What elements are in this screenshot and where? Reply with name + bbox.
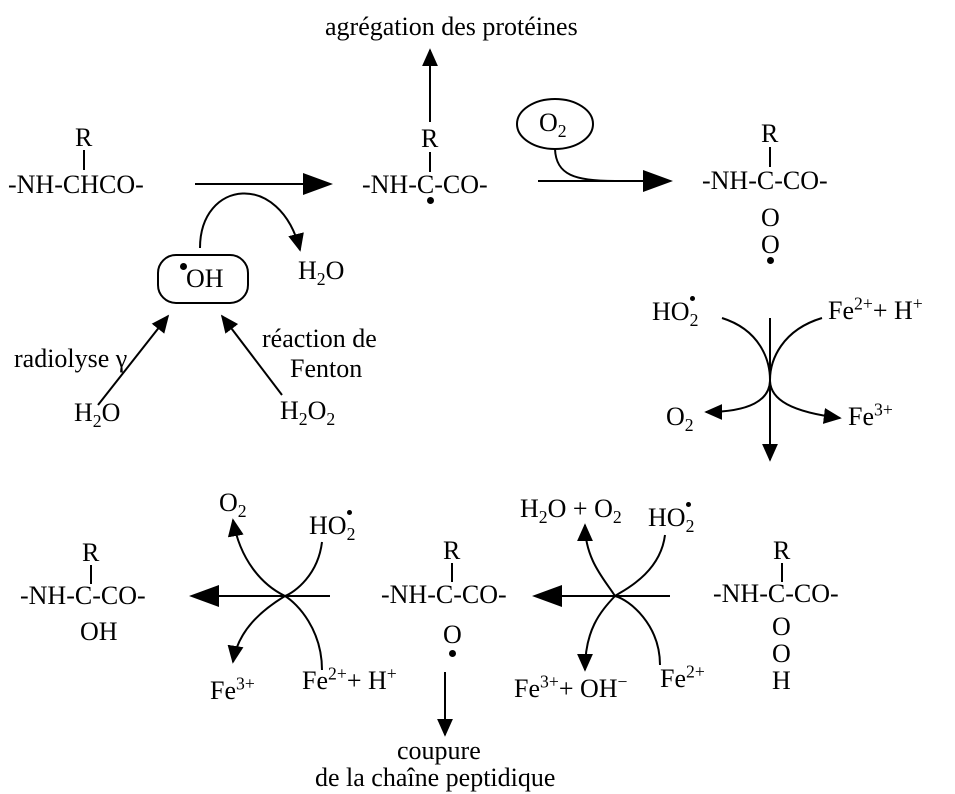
fe3-left: Fe3+: [210, 673, 255, 705]
arrow-radiolyse: [97, 314, 170, 406]
alcohol-formula: -NH-C-CO-: [20, 581, 146, 610]
ho2-left: HO2: [309, 511, 356, 545]
oh-radical-label: OH: [186, 264, 224, 293]
peroxyl-o2: O: [761, 230, 780, 259]
h2o-in: H2O: [74, 398, 121, 432]
start-r: R: [75, 123, 93, 152]
fe3oh-label: Fe3++ OH−: [514, 671, 628, 703]
alcohol-r: R: [82, 538, 100, 567]
alkoxyl-formula: -NH-C-CO-: [381, 580, 507, 609]
radical-r: R: [421, 124, 439, 153]
fenton-line2: Fenton: [290, 354, 363, 383]
arc-ho2-mid: [577, 523, 666, 598]
hydroperoxide-formula: -NH-C-CO-: [713, 579, 839, 608]
ho2-right-dot: [690, 296, 695, 301]
coupure-line1: coupure: [397, 736, 481, 765]
arc-ho2-right: [704, 317, 772, 420]
o2-left: O2: [219, 488, 247, 522]
h2o-out: H2O: [298, 256, 345, 290]
fe2-mid: Fe2+: [660, 661, 705, 693]
peroxyl-o1: O: [761, 203, 780, 232]
coupure-line2: de la chaîne peptidique: [315, 763, 556, 792]
radical-formula: -NH-C-CO-: [362, 170, 488, 199]
arc-fe2-left: [227, 594, 323, 671]
oh-radical-dot: [180, 263, 187, 270]
hydroperoxide-o2: O: [772, 639, 791, 668]
fenton-line1: réaction de: [262, 324, 377, 353]
oh-radical-box: [157, 254, 249, 304]
peroxyl-dot: [767, 257, 774, 264]
hydroperoxide-r: R: [773, 536, 791, 565]
fe2-left: Fe2++ H+: [302, 663, 397, 695]
alkoxyl-o: O: [443, 620, 462, 649]
fe3-right: Fe3+: [848, 399, 893, 431]
title-agregation: agrégation des protéines: [325, 12, 578, 41]
arrow-fenton: [220, 314, 283, 396]
start-formula: -NH-CHCO-: [8, 170, 144, 199]
h2o-o2-label: H2O + O2: [520, 494, 622, 528]
o2-right: O2: [666, 402, 694, 436]
ho2-mid-dot: [686, 502, 691, 507]
arc-oh-to-h2o: [199, 192, 304, 252]
alkoxyl-dot: [449, 650, 456, 657]
hydroperoxide-h: H: [772, 666, 791, 695]
fe2-right: Fe2++ H+: [828, 293, 923, 325]
arc-o2-in: [554, 148, 616, 182]
radical-dot: [427, 197, 434, 204]
radiolyse-label: radiolyse γ: [14, 344, 128, 373]
ho2-right: HO2: [652, 297, 699, 331]
hydroperoxide-o1: O: [772, 612, 791, 641]
arc-fe2-mid: [577, 594, 661, 672]
peroxyl-formula: -NH-C-CO-: [702, 166, 828, 195]
peroxyl-r: R: [761, 119, 779, 148]
arc-fe2-right: [768, 317, 842, 424]
ho2-left-dot: [347, 510, 352, 515]
h2o2-in: H2O2: [280, 396, 336, 430]
o2-circled-label: O2: [539, 108, 567, 142]
ho2-mid: HO2: [648, 503, 695, 537]
alkoxyl-r: R: [443, 536, 461, 565]
alcohol-oh: OH: [80, 617, 118, 646]
